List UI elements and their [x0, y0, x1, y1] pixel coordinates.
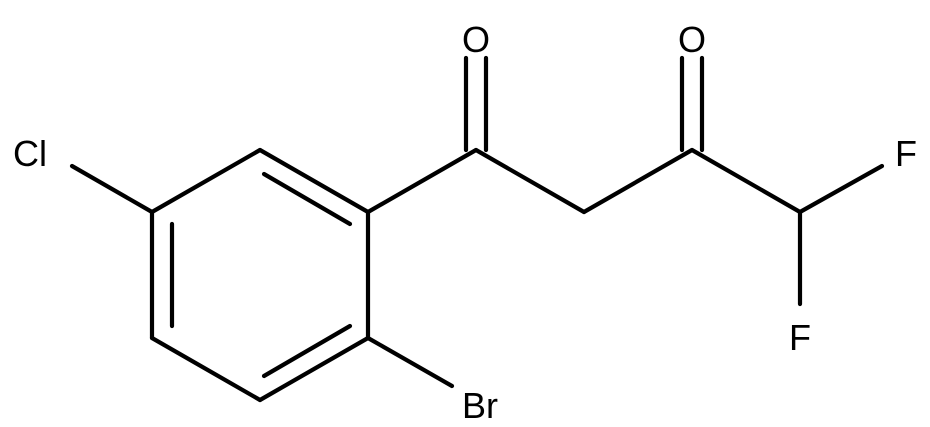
bond-ring-c1-c2: [257, 147, 371, 215]
bond-carbonyl2-chf2: [689, 147, 803, 215]
bond-c-br: [365, 335, 455, 389]
atom-label-bromine: Br: [462, 385, 498, 426]
atom-label-fluorine-1: F: [895, 133, 917, 174]
bond-carbonyl1-ch2: [473, 147, 587, 215]
atom-label-chlorine: Cl: [13, 133, 47, 174]
atom-label-oxygen-2: O: [678, 19, 706, 60]
bond-c-cl: [69, 163, 155, 215]
atom-label-fluorine-2: F: [789, 317, 811, 358]
bond-ring-c6-c1: [149, 147, 263, 215]
bond-ring-carbonyl1: [365, 147, 479, 215]
bond-ring-c3-c4-inner: [261, 323, 353, 379]
bond-chf2-f1: [797, 163, 885, 215]
bond-ring-c4-c5: [149, 335, 263, 403]
bond-ring-c1-c2-inner: [261, 171, 353, 227]
atom-label-oxygen-1: O: [462, 19, 490, 60]
bond-ring-c3-c4: [257, 335, 371, 403]
bond-ch2-carbonyl2: [581, 147, 695, 215]
